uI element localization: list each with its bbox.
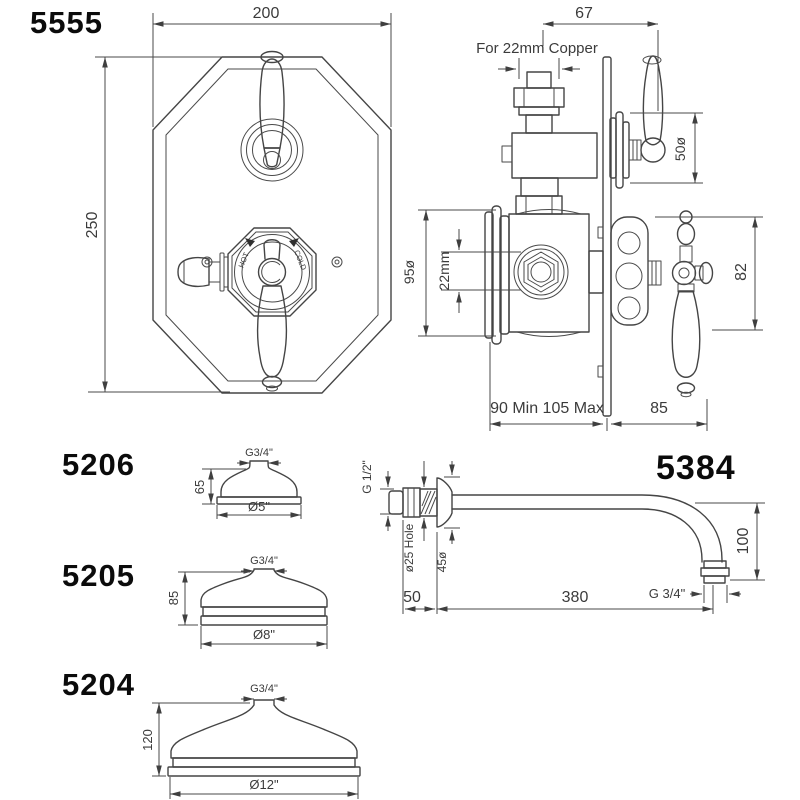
thread-label-5205: G3/4" [250,555,278,567]
dim-handle-len-82: 82 [655,216,763,331]
shower-head-5205: 5205 G3/4" 85 Ø8" [62,555,328,649]
arm-wall-fitting [388,477,453,528]
dim-handle-len-label: 82 [733,263,750,281]
dim-arm-outlet-thread: G 3/4" [649,585,741,603]
dim-handle-dia-label: 50ø [672,136,688,161]
dim-height-250: 250 [84,56,230,393]
part-number-5205: 5205 [62,558,135,593]
dim-5204-height: 120 [140,702,250,777]
head-5204-rim [167,766,361,777]
dim-5205-dia: Ø8" [200,626,328,649]
head-5205-rim [200,615,328,626]
faceplate-outer-octagon [152,56,392,394]
dim-5206-dia: Ø5" [216,499,302,519]
arm-tube [451,494,730,584]
dim-copper-arrows [498,58,580,79]
dim-5204-dia-label: Ø12" [249,777,279,792]
thread-label-5206: G3/4" [245,447,273,459]
dim-width-200: 200 [152,5,392,127]
head-5205-band [202,606,326,617]
dim-handle-dia-50: 50ø [630,112,703,184]
thermostat-dial: HOT COLD [227,227,317,392]
wall-plate-edge [597,56,612,417]
valve-side-view: 67 For 22mm Copper [401,5,763,431]
part-number-5206: 5206 [62,447,135,482]
dim-body-dia-95: 95ø [401,209,496,337]
part-number-5384: 5384 [656,449,736,487]
dim-depth-label: 67 [575,5,593,22]
head-5205-outline [200,568,328,608]
dial-arrow-left-icon [245,238,255,247]
head-5206-outline [220,460,298,498]
head-5206-rim [216,496,302,505]
dim-arm-flange-label: 45ø [435,551,449,572]
dim-arm-flange: 45ø [435,461,460,572]
valve-front-view: 5555 200 250 [30,5,392,394]
dim-pipe-label: 22mm [436,252,452,291]
dim-arm-drop-label: 100 [735,528,752,555]
fixing-screws [201,256,343,268]
dim-width-label: 200 [253,5,280,22]
part-number-5555: 5555 [30,5,103,40]
dim-recess-depth: 90 Min 105 Max [489,342,608,431]
dim-arm-wall-depth-label: 50 [403,589,421,606]
shower-arm-5384: 5384 G 1/2" [360,449,765,614]
head-5204-outline [170,699,358,759]
dim-5204-height-label: 120 [140,729,155,751]
dim-height-label: 250 [84,212,101,239]
diverter-lever-side [609,55,666,189]
dim-5206-height: 65 [192,468,246,505]
diverter-lever [240,50,304,182]
dim-body-dia-label: 95ø [401,259,417,284]
dim-arm-hole-label: ø25 Hole [402,523,416,572]
dim-5206-dia-label: Ø5" [248,499,270,514]
dim-projection-label: 85 [650,400,668,417]
valve-body-side [484,132,604,345]
dim-recess-label: 90 Min 105 Max [490,400,604,417]
dim-5205-height-label: 85 [166,591,181,605]
dim-arm-length-label: 380 [562,589,589,606]
dim-pipe-22mm: 22mm [436,229,521,313]
dial-arrow-right-icon [289,238,299,247]
dim-projection-85: 85 [611,399,708,431]
arm-wall-thread-label: G 1/2" [360,460,374,494]
dim-arm-wall-thread: G 1/2" [360,460,394,531]
dial-cold-label: COLD [292,249,308,272]
arm-outlet-thread-label: G 3/4" [649,586,686,601]
dim-arm-lengths: 50 380 [402,520,714,614]
faceplate-inner-octagon [165,68,379,382]
head-5204-band [172,757,356,768]
dim-5204-dia: Ø12" [169,777,359,799]
dim-5206-height-label: 65 [192,480,207,494]
part-number-5204: 5204 [62,667,135,702]
dim-5205-height: 85 [166,571,250,626]
dim-arm-drop: 100 [695,502,765,581]
side-pull-knob [177,252,229,292]
dim-5205-dia-label: Ø8" [253,627,275,642]
dim-arm-hole: ø25 Hole [402,461,427,572]
inlet-compression-fitting [513,71,565,134]
thread-label-5204: G3/4" [250,683,278,695]
temperature-handle-side [610,210,714,398]
copper-note: For 22mm Copper [476,40,598,57]
shower-head-5206: 5206 G3/4" 65 Ø5" [62,447,302,519]
dim-depth-67: 67 [542,5,659,111]
shower-head-5204: 5204 G3/4" 120 Ø12" [62,667,361,799]
